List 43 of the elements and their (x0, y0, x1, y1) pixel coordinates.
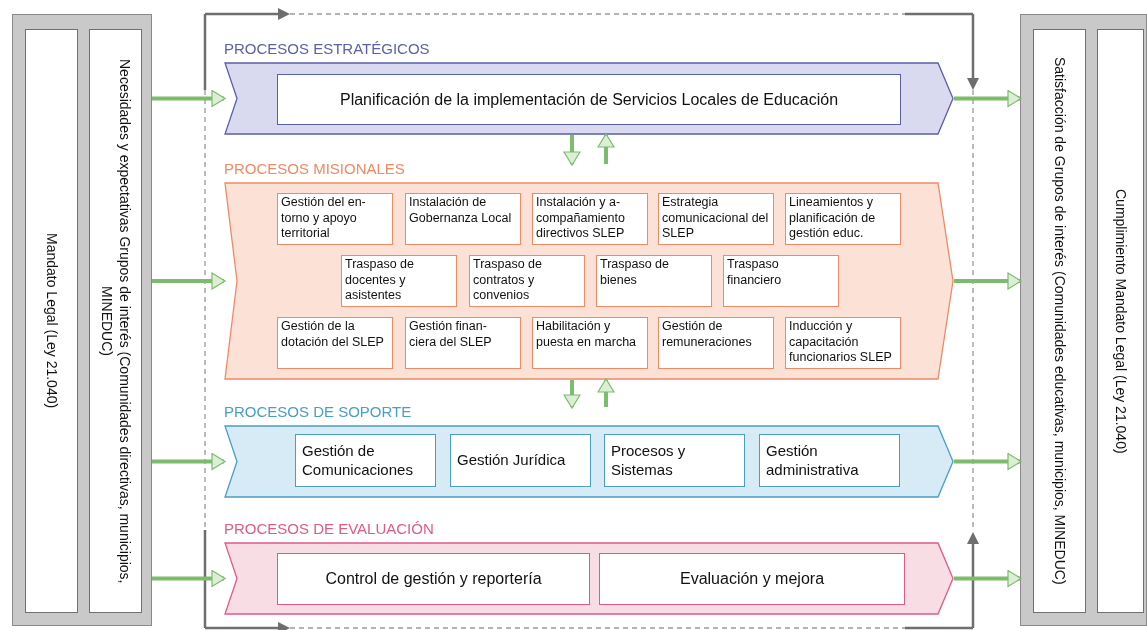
side-panel (1020, 14, 1147, 626)
process-box: Gestión finan- ciera del SLEP (405, 317, 521, 369)
process-box: Instalación de Gobernanza Local (405, 193, 521, 245)
text-panel: Cumplimiento Mandato Legal (Ley 21.040) (1097, 29, 1144, 613)
band-heading: PROCESOS ESTRATÉGICOS (224, 40, 430, 57)
process-box: Gestión administrativa (759, 434, 900, 487)
process-box: Gestión Jurídica (450, 434, 591, 487)
process-box: Gestión del en- torno y apoyo territorial (277, 193, 393, 245)
text-panel: Mandato Legal (Ley 21.040) (25, 29, 78, 613)
process-box: Traspaso de contratos y convenios (469, 255, 585, 307)
arrow (152, 89, 226, 108)
arrow (152, 272, 226, 290)
process-box: Estrategia comunicacional del SLEP (658, 193, 774, 245)
band-heading: PROCESOS DE EVALUACIÓN (224, 520, 434, 537)
arrow (597, 133, 615, 164)
process-box: Gestión de la dotación del SLEP (277, 317, 393, 369)
text-panel: Necesidades y expectativas Grupos de interés (Comunidades directivas, municipios, MINEDUC) (89, 29, 142, 613)
arrow (954, 89, 1022, 108)
text-panel: Satisfacción de Grupos de interés (Comunidades educativas, municipios, MINEDUC) (1033, 29, 1086, 613)
process-box: Procesos y Sistemas (604, 434, 745, 487)
arrow (597, 378, 615, 407)
process-box: Planificación de la implementación de Servicios Locales de Educación (277, 74, 901, 125)
side-panel (12, 14, 152, 626)
process-box: Gestión de remuneraciones (658, 317, 774, 369)
arrow (563, 380, 581, 409)
band-heading: PROCESOS MISIONALES (224, 160, 405, 177)
arrow (152, 569, 226, 588)
arrow (954, 452, 1022, 471)
band-heading: PROCESOS DE SOPORTE (224, 403, 412, 420)
arrow (954, 569, 1022, 588)
arrow (954, 272, 1022, 290)
process-box: Traspaso de bienes (596, 255, 712, 307)
process-box: Lineamientos y planificación de gestión educ. (785, 193, 901, 245)
arrow (563, 135, 581, 166)
process-box: Traspaso financiero (723, 255, 839, 307)
process-box: Gestión de Comunicaciones (295, 434, 436, 487)
process-box: Control de gestión y reportería (277, 553, 590, 605)
process-box: Evaluación y mejora (599, 553, 905, 605)
process-box: Instalación y a- compañamiento directivos SLEP (532, 193, 648, 245)
process-box: Habilitación y puesta en marcha (532, 317, 648, 369)
process-box: Traspaso de docentes y asistentes (341, 255, 457, 307)
process-box: Inducción y capacitación funcionarios SLEP (785, 317, 901, 369)
arrow (152, 452, 226, 471)
